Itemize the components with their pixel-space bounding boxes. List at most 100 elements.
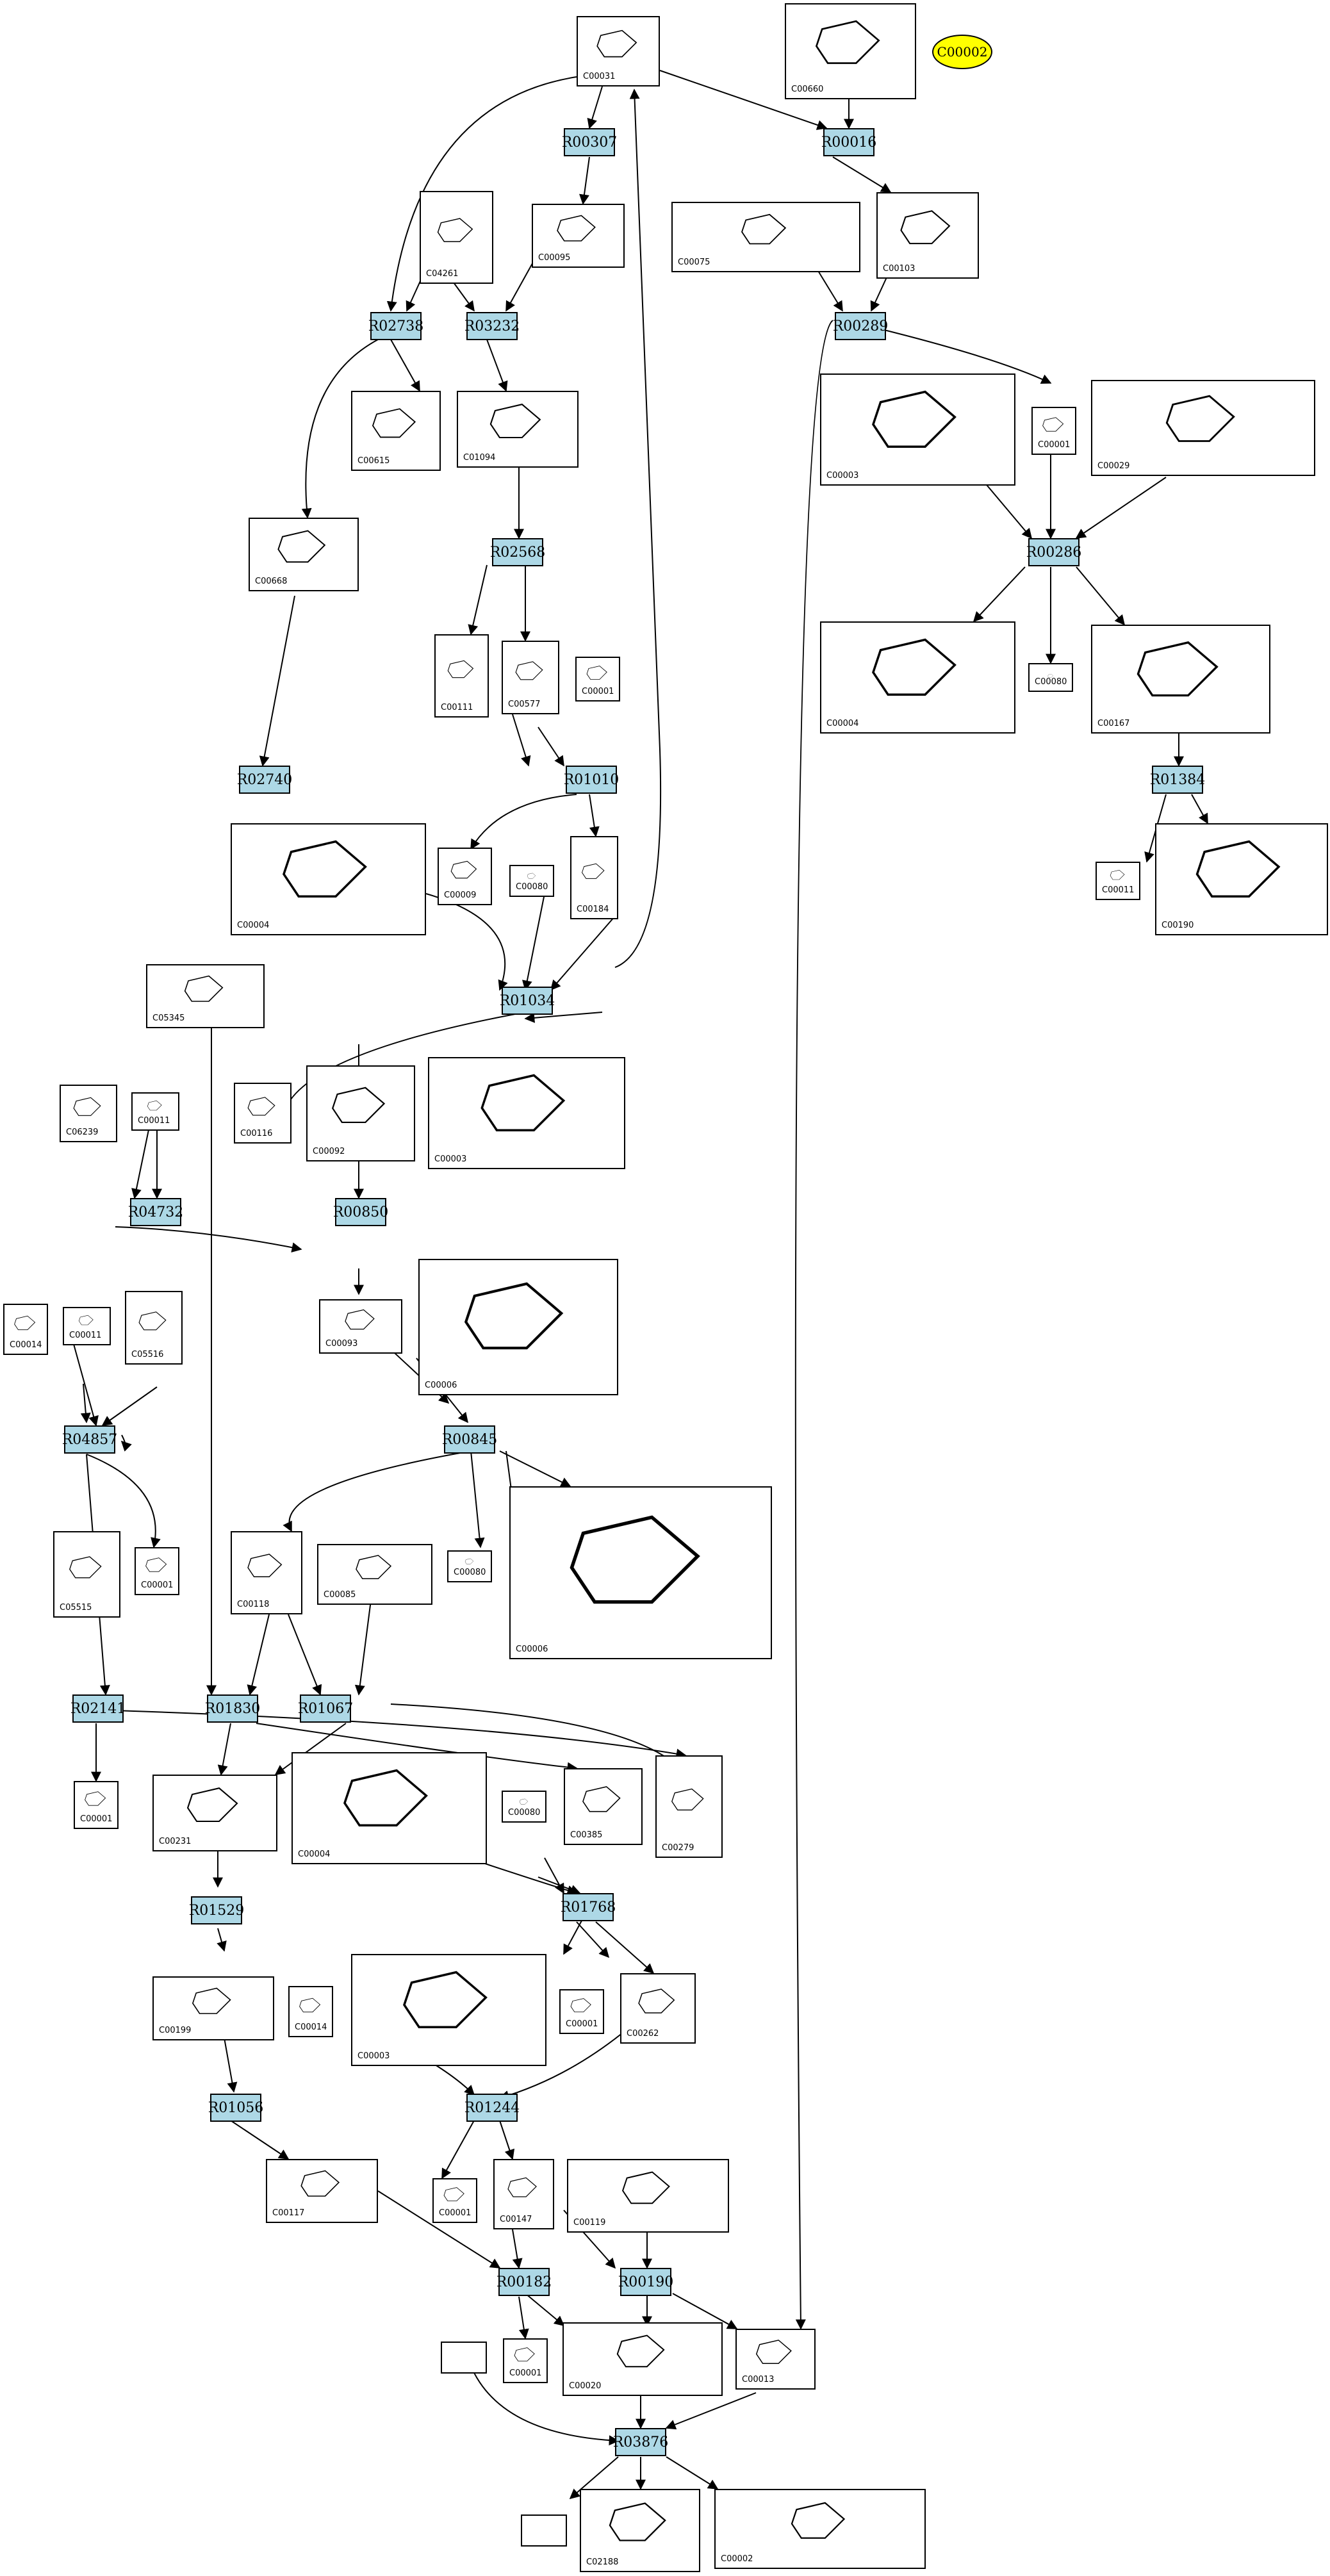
reaction-node[interactable]: R01768	[561, 1893, 616, 1921]
reaction-node[interactable]: R00289	[833, 312, 888, 340]
compound-c16[interactable]: C00004	[820, 621, 1015, 734]
compound-c28[interactable]: C00116	[234, 1083, 291, 1144]
reaction-node[interactable]: R01056	[208, 2094, 263, 2122]
compound-c62[interactable]: C02188	[580, 2489, 700, 2572]
reaction-node[interactable]: R01067	[298, 1694, 353, 1723]
reaction-node[interactable]: R01010	[564, 766, 619, 794]
compound-id: C05345	[152, 1013, 185, 1023]
compound-id: C00003	[357, 2051, 390, 2061]
compound-c47[interactable]: C00279	[655, 1755, 723, 1858]
reaction-node[interactable]: R02740	[237, 766, 292, 794]
compound-id: C00190	[1162, 921, 1194, 930]
compound-c36[interactable]: C05515	[53, 1531, 120, 1618]
compound-c46[interactable]: C00385	[564, 1768, 643, 1845]
compound-c51[interactable]: C00199	[152, 1976, 274, 2040]
reaction-node[interactable]: R00190	[618, 2268, 673, 2296]
structure-icon	[1106, 386, 1301, 459]
compound-c57[interactable]: C00001	[503, 2338, 548, 2383]
compound-c43[interactable]: C00231	[152, 1775, 277, 1851]
compound-id: C05516	[131, 1350, 164, 1359]
compound-c49[interactable]: C00001	[559, 1989, 604, 2034]
compound-c19[interactable]: C00009	[438, 848, 492, 905]
compound-c55[interactable]: C00147	[493, 2159, 554, 2229]
compound-c41[interactable]: C00006	[509, 1486, 772, 1659]
reaction-node[interactable]: R01384	[1150, 766, 1205, 794]
compound-c53[interactable]: C00117	[266, 2159, 378, 2223]
compound-c22[interactable]: C00011	[1096, 862, 1140, 900]
compound-c60[interactable]	[441, 2342, 487, 2374]
compound-id: C00093	[325, 1339, 358, 1349]
compound-c20[interactable]: C00080	[509, 865, 554, 897]
compound-c44[interactable]: C00004	[291, 1752, 487, 1864]
compound-id: C00262	[627, 2029, 659, 2039]
compound-c7[interactable]: C00615	[351, 391, 441, 471]
compound-c15[interactable]: C00001	[575, 657, 620, 701]
compound-c38[interactable]: C00118	[231, 1531, 302, 1614]
compound-c18[interactable]: C00167	[1091, 625, 1270, 734]
compound-c54[interactable]: C00001	[432, 2178, 477, 2223]
compound-c21[interactable]: C00184	[570, 836, 618, 919]
compound-c59[interactable]: C00013	[735, 2329, 816, 2390]
compound-c32[interactable]: C00011	[63, 1307, 111, 1345]
structure-icon	[58, 1538, 115, 1601]
reaction-node[interactable]: R01034	[500, 987, 555, 1015]
compound-c25[interactable]: C05345	[146, 964, 265, 1028]
compound-c9[interactable]: C00003	[820, 373, 1015, 486]
compound-c39[interactable]: C00085	[317, 1544, 432, 1605]
compound-c52[interactable]: C00014	[288, 1986, 333, 2037]
compound-id: C00167	[1097, 719, 1130, 728]
reaction-node[interactable]: R02738	[368, 312, 423, 340]
compound-c4[interactable]: C04261	[420, 191, 493, 284]
compound-c61[interactable]	[521, 2514, 567, 2547]
reaction-node[interactable]: R00182	[497, 2268, 552, 2296]
compound-c45[interactable]: C00080	[502, 1791, 546, 1823]
structure-icon	[256, 524, 351, 575]
compound-c56[interactable]: C00119	[567, 2159, 729, 2233]
compound-c63[interactable]: C00002	[714, 2489, 926, 2569]
compound-c34[interactable]: C00093	[319, 1299, 402, 1354]
compound-c42[interactable]: C00001	[74, 1781, 119, 1829]
compound-c23[interactable]: C00190	[1155, 823, 1328, 935]
compound-c50[interactable]: C00262	[620, 1973, 696, 2044]
reaction-node[interactable]: R00016	[821, 128, 876, 156]
reaction-node[interactable]: R04732	[128, 1198, 183, 1226]
compound-c37[interactable]: C00001	[135, 1547, 179, 1595]
reaction-node[interactable]: R00850	[333, 1198, 388, 1226]
reaction-node[interactable]: R03876	[613, 2428, 668, 2456]
compound-c58[interactable]: C00020	[562, 2322, 723, 2396]
compound-id: C00147	[500, 2215, 532, 2224]
compound-c35[interactable]: C00006	[418, 1259, 618, 1395]
highlighted-compound[interactable]: C00002	[932, 35, 992, 69]
reaction-node[interactable]: R02568	[490, 538, 545, 566]
compound-c11[interactable]: C00029	[1091, 380, 1315, 476]
compound-c12[interactable]: C00668	[249, 518, 359, 591]
compound-c30[interactable]: C00003	[428, 1057, 625, 1169]
reaction-node[interactable]: R00286	[1026, 538, 1081, 566]
compound-c40[interactable]: C00080	[447, 1550, 492, 1582]
compound-c31[interactable]: C00014	[3, 1304, 48, 1355]
compound-c33[interactable]: C05516	[125, 1291, 183, 1365]
compound-c1[interactable]: C00031	[577, 16, 660, 86]
compound-c10[interactable]: C00001	[1031, 407, 1076, 455]
reaction-node[interactable]: R00307	[562, 128, 617, 156]
reaction-node[interactable]: R02141	[70, 1694, 126, 1723]
compound-c6[interactable]: C00103	[876, 192, 979, 279]
compound-c26[interactable]: C06239	[60, 1085, 117, 1142]
compound-c13[interactable]: C00111	[434, 634, 489, 718]
compound-c29[interactable]: C00092	[306, 1065, 415, 1161]
reaction-node[interactable]: R04857	[62, 1425, 117, 1454]
reaction-node[interactable]: R01244	[464, 2094, 520, 2122]
compound-c27[interactable]: C00011	[131, 1092, 179, 1131]
reaction-node[interactable]: R00845	[442, 1425, 497, 1454]
reaction-node[interactable]: R03232	[464, 312, 520, 340]
reaction-node[interactable]: R01830	[205, 1694, 260, 1723]
compound-c14[interactable]: C00577	[502, 641, 559, 714]
compound-c8[interactable]: C01094	[457, 391, 579, 468]
compound-c48[interactable]: C00003	[351, 1954, 546, 2066]
compound-c17[interactable]: C00080	[1028, 663, 1073, 692]
compound-c3[interactable]: C00095	[532, 204, 625, 268]
compound-c2[interactable]: C00660	[785, 3, 916, 99]
reaction-node[interactable]: R01529	[189, 1896, 244, 1924]
compound-c24[interactable]: C00004	[231, 823, 426, 935]
compound-c5[interactable]: C00075	[671, 202, 860, 272]
